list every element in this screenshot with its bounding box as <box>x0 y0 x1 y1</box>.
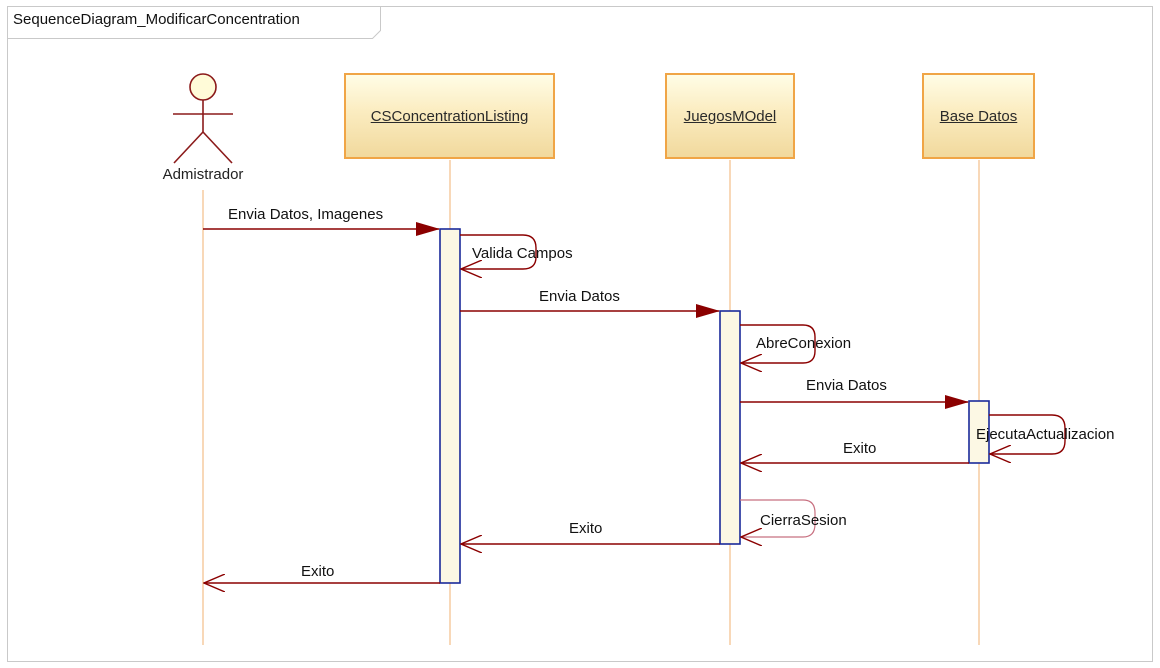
frame-title-tab <box>7 6 381 39</box>
activation-bar-juegosmodel <box>719 310 741 545</box>
frame-border <box>7 6 1153 662</box>
message-label: Exito <box>569 520 603 537</box>
self-arrow-valida-campos <box>460 234 537 269</box>
self-arrow-cierrasesion <box>740 499 816 537</box>
message-label: Exito <box>843 440 877 457</box>
activation-bar-basedatos <box>968 400 990 464</box>
self-arrow-abreconexion <box>740 324 816 363</box>
lifeline-label: JuegosMOdel <box>683 107 777 125</box>
message-label: EjecutaActualizacion <box>976 426 1115 443</box>
actor-icon <box>173 73 233 164</box>
message-label: Envia Datos <box>806 377 887 394</box>
activation-bar-csconcentrationlisting <box>439 228 461 584</box>
message-label: Valida Campos <box>472 245 573 262</box>
frame-title: SequenceDiagram_ModificarConcentration <box>13 11 300 28</box>
message-label: Envia Datos, Imagenes <box>228 206 384 223</box>
message-label: Envia Datos <box>539 288 620 305</box>
message-label: AbreConexion <box>756 335 852 352</box>
lifeline-box-csconcentrationlisting[interactable]: CSConcentrationListing <box>344 73 555 159</box>
message-label: Exito <box>301 563 335 580</box>
lifeline-label: CSConcentrationListing <box>370 107 529 125</box>
self-arrow-ejecutaactualizacion <box>989 414 1066 454</box>
lifeline-box-basedatos[interactable]: Base Datos <box>922 73 1035 159</box>
lifeline-label: Base Datos <box>939 107 1018 125</box>
actor-label: Admistrador <box>162 166 244 183</box>
lifeline-box-juegosmodel[interactable]: JuegosMOdel <box>665 73 795 159</box>
message-label: CierraSesion <box>760 512 847 529</box>
